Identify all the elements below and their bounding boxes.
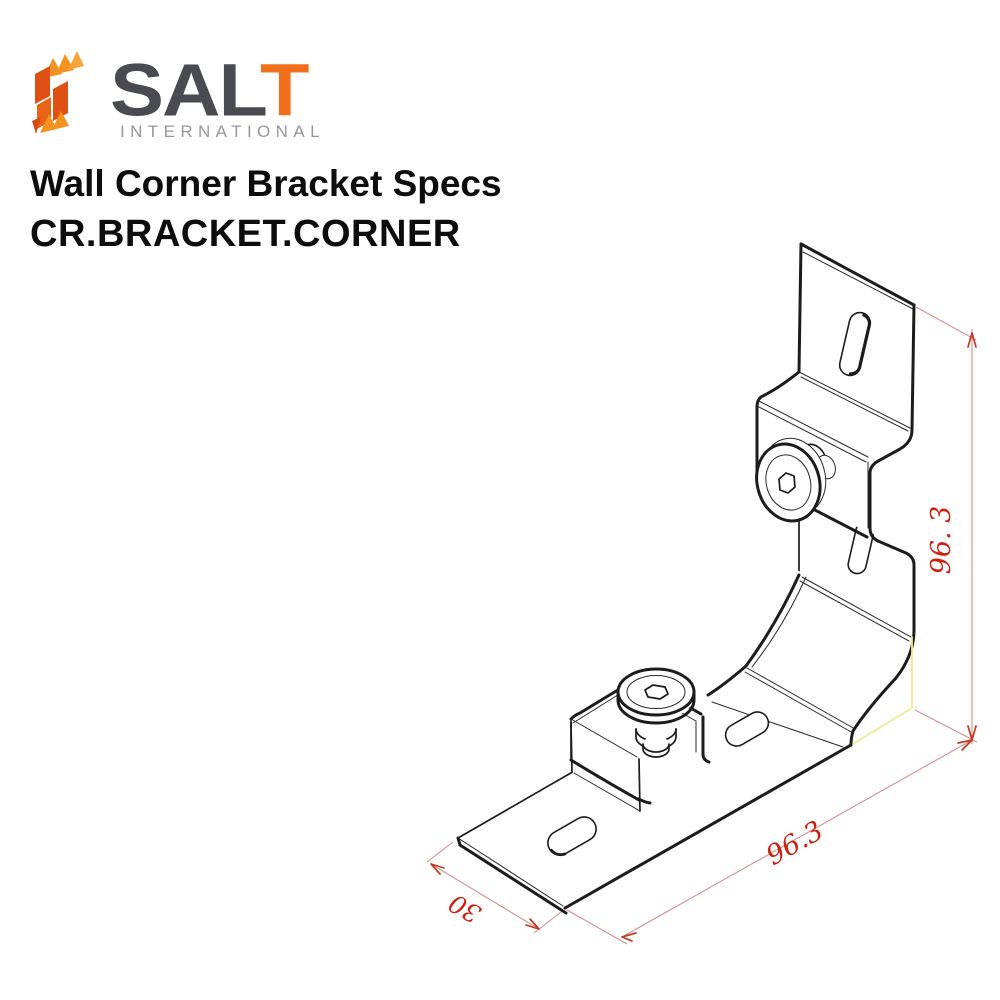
upper-bolt: [755, 437, 836, 523]
brand-logo: SALT INTERNATIONAL: [30, 46, 360, 156]
page-title: Wall Corner Bracket Specs: [30, 163, 502, 204]
wordmark-accent: T: [260, 49, 310, 133]
brand-wordmark: SALT: [110, 54, 310, 129]
dim-length-label: 96.3: [761, 815, 829, 872]
bottom-arm: [456, 698, 853, 915]
mounting-slot-top: [838, 311, 872, 377]
product-code: CR.BRACKET.CORNER: [30, 213, 461, 255]
top-plate: [797, 242, 916, 440]
salt-logo-icon: [32, 51, 84, 134]
wordmark-main: SAL: [110, 49, 262, 133]
mounting-slot-arm: [724, 711, 770, 747]
brand-tagline: INTERNATIONAL: [120, 122, 325, 141]
dimension-height: 96. 3: [914, 306, 978, 744]
dim-height-label: 96. 3: [926, 506, 957, 575]
highlight-edges: [852, 636, 913, 745]
mounting-slot-end: [547, 816, 597, 857]
dim-width-label: 30: [444, 888, 486, 929]
lower-bolt: [616, 667, 696, 758]
